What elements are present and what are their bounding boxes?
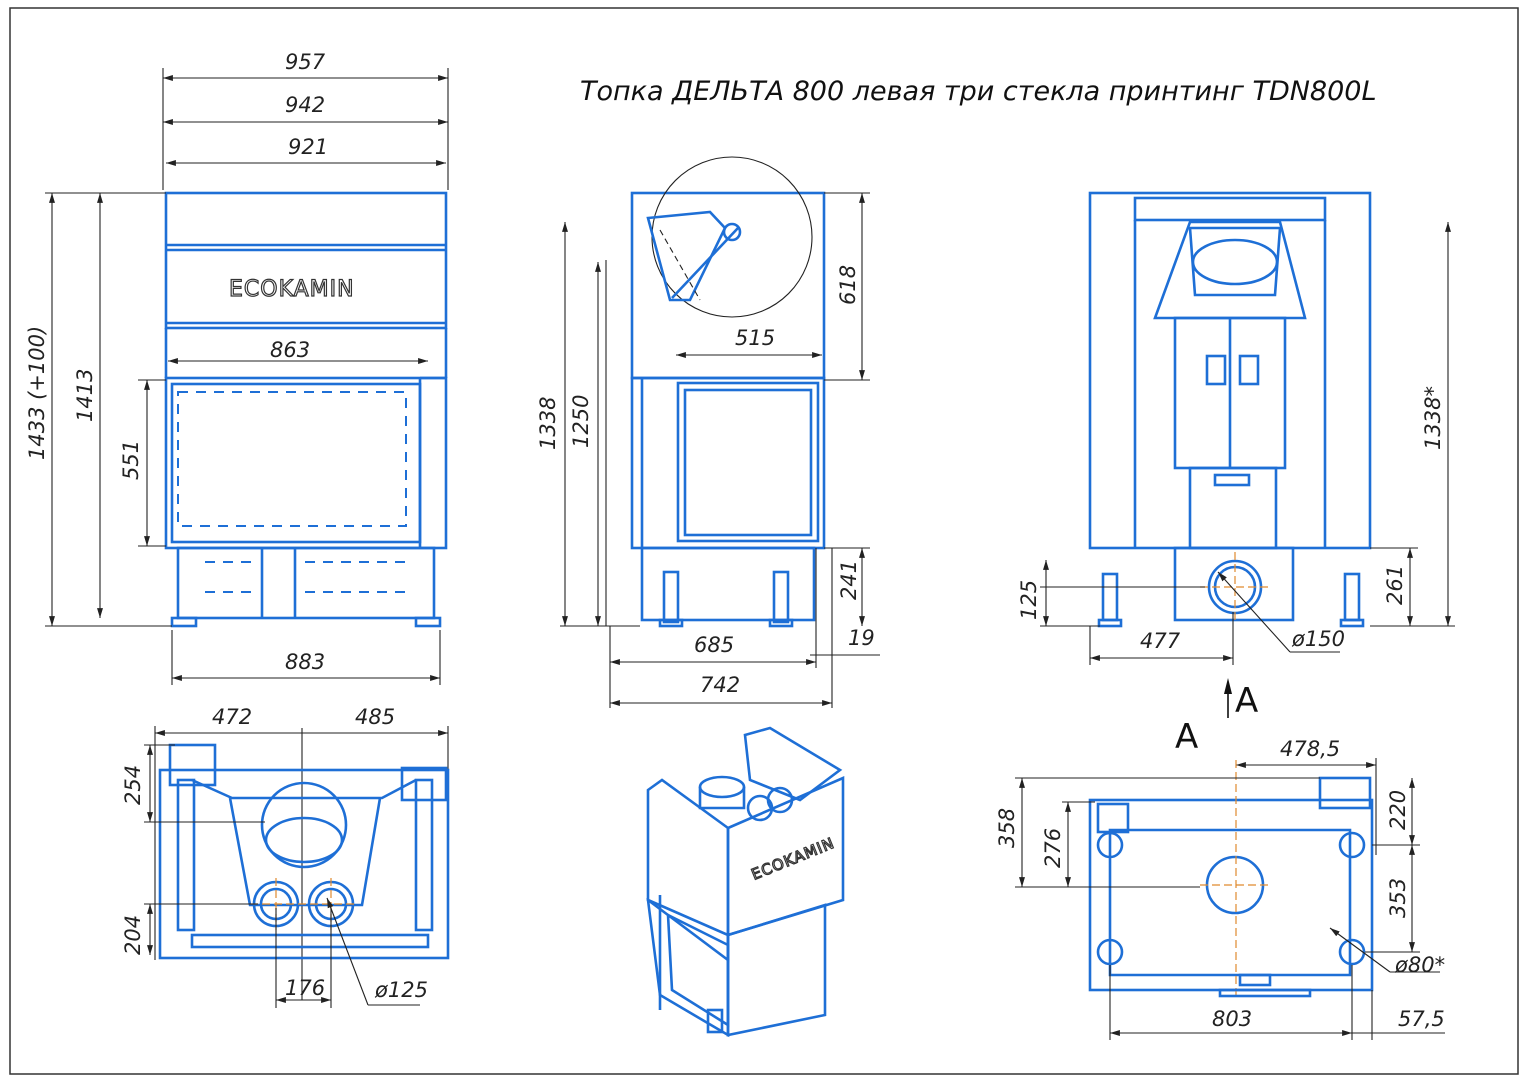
- dim-276: 276: [1041, 828, 1065, 868]
- dim-1338: 1338: [536, 397, 560, 450]
- dim-358: 358: [995, 808, 1019, 848]
- section-a-view: A 478,5 358 276 220 353 ø80*: [995, 717, 1445, 1040]
- sheet-border: [9, 7, 1519, 1075]
- view-label-a-arrow: A: [1235, 681, 1258, 721]
- dim-942: 942: [285, 93, 325, 117]
- rear-view: 1338* 261 125 477 ø150 A: [1017, 191, 1455, 721]
- dim-204: 204: [121, 915, 145, 955]
- dim-1433: 1433 (+100): [25, 326, 49, 460]
- dim-261: 261: [1383, 565, 1407, 605]
- dim-618: 618: [836, 265, 860, 305]
- dim-921: 921: [288, 135, 328, 159]
- dim-515: 515: [735, 326, 775, 350]
- iso-brand-logo: ECOKAMIN: [749, 834, 838, 884]
- dim-d150: ø150: [1291, 627, 1345, 651]
- dim-125: 125: [1017, 580, 1041, 620]
- top-view: 472 485 254 204 176 ø125: [121, 705, 450, 1008]
- dim-478-5: 478,5: [1280, 737, 1340, 761]
- front-brand-logo: ECOKAMIN: [229, 277, 355, 302]
- dim-d125: ø125: [374, 978, 428, 1002]
- drawing-title: Топка ДЕЛЬТА 800 левая три стекла принти…: [580, 76, 1377, 107]
- dim-19: 19: [848, 626, 875, 650]
- dim-1413: 1413: [73, 369, 97, 422]
- dim-1250: 1250: [569, 395, 593, 448]
- dim-742: 742: [700, 673, 740, 697]
- dim-1338-rear: 1338*: [1421, 386, 1445, 450]
- dim-685: 685: [694, 633, 734, 657]
- dim-254: 254: [121, 765, 145, 805]
- dim-957: 957: [285, 50, 326, 74]
- dim-472: 472: [212, 705, 252, 729]
- dim-220: 220: [1386, 790, 1410, 830]
- dim-863: 863: [270, 338, 310, 362]
- dim-353: 353: [1386, 878, 1410, 918]
- dim-57-5: 57,5: [1398, 1007, 1445, 1031]
- dim-485: 485: [355, 705, 395, 729]
- dim-803: 803: [1212, 1007, 1252, 1031]
- dim-d80: ø80*: [1394, 953, 1445, 977]
- side-view: 1338 1250 618 515 241 19 685 742: [536, 156, 880, 708]
- dim-176: 176: [285, 976, 325, 1000]
- view-label-a-section: A: [1175, 717, 1198, 757]
- dim-551: 551: [119, 440, 143, 480]
- isometric-view: ECOKAMIN: [646, 726, 845, 1038]
- front-view: 957 942 921 ECOKAMIN 863: [25, 50, 449, 685]
- dim-883: 883: [285, 650, 325, 674]
- dim-241: 241: [837, 560, 861, 600]
- dim-477: 477: [1140, 629, 1181, 653]
